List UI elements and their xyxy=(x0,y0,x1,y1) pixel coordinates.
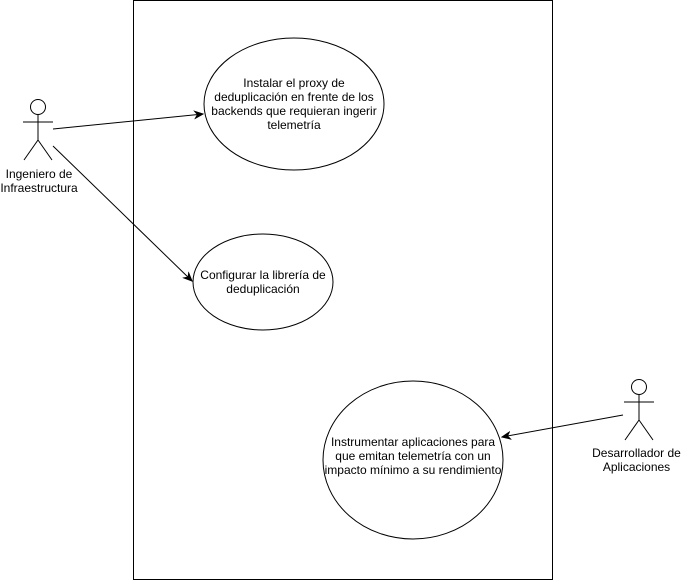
use-case-library-label: Configurar la librería de deduplicación xyxy=(200,268,326,296)
actor-dev-leg-left xyxy=(624,419,640,441)
use-case-instrument-ellipse[interactable] xyxy=(322,380,504,540)
actor-dev-leg-right xyxy=(638,419,654,441)
association-infra-proxy[interactable] xyxy=(52,114,203,130)
actor-dev-head xyxy=(631,379,647,395)
use-case-proxy-label: Instalar el proxy de deduplicación en fr… xyxy=(211,76,377,132)
association-infra-library[interactable] xyxy=(52,145,192,281)
actor-infra-leg-left xyxy=(23,139,39,161)
actor-infra-figure[interactable] xyxy=(23,99,53,161)
use-case-instrument-label: Instrumentar aplicaciones para que emita… xyxy=(324,435,502,477)
association-dev-instrument[interactable] xyxy=(502,414,624,437)
actor-infra-head xyxy=(30,99,46,115)
actor-infra-leg-right xyxy=(37,139,53,161)
use-case-proxy-ellipse[interactable] xyxy=(203,37,385,171)
actor-infra-label: Ingeniero de Infraestructura xyxy=(0,167,78,195)
actor-dev-label: Desarrollador de Aplicaciones xyxy=(592,446,681,474)
actor-dev-figure[interactable] xyxy=(624,379,654,441)
use-case-library-ellipse[interactable] xyxy=(192,233,334,331)
